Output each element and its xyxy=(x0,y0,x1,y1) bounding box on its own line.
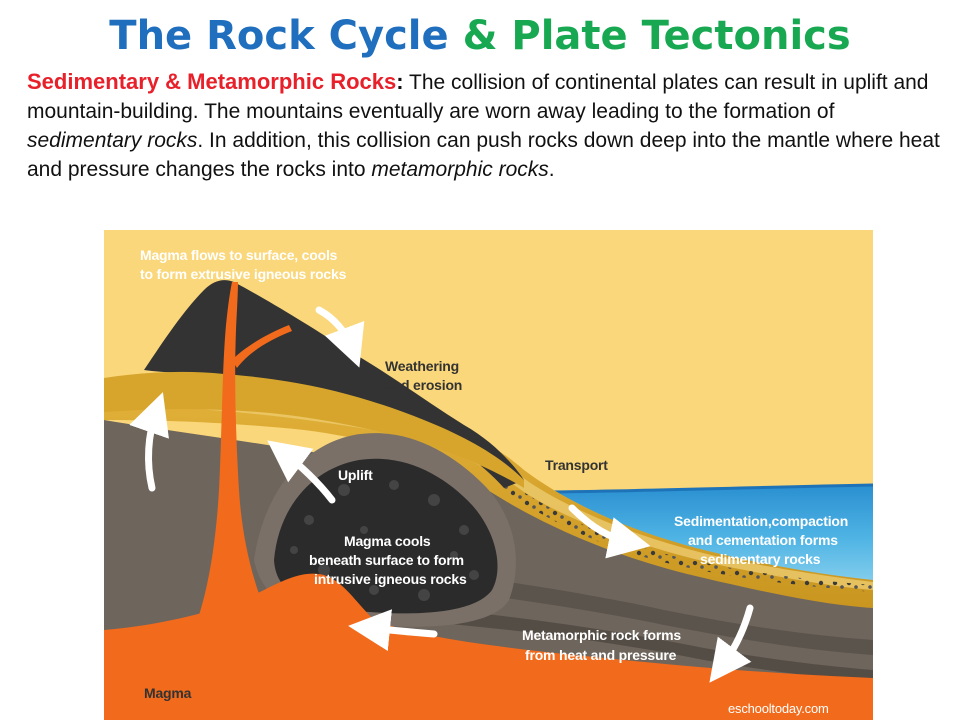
label-magma-cools-1: Magma cools xyxy=(344,533,431,549)
label-magma-cools-3: intrusive igneous rocks xyxy=(314,571,467,587)
intro-text-2: . In addition, this collision can push r… xyxy=(27,129,940,181)
intro-text-1: The collision of continental plates can … xyxy=(27,71,929,123)
arrow-weathering xyxy=(315,306,365,368)
label-weathering-1: Weathering xyxy=(385,358,459,374)
label-transport: Transport xyxy=(545,457,608,473)
label-sedimentation-2: and cementation forms xyxy=(688,532,838,548)
label-sedimentation-3: sedimentary rocks xyxy=(700,551,821,567)
sea xyxy=(534,485,873,592)
intro-text-3: . xyxy=(548,158,555,181)
magma-branch xyxy=(232,325,292,368)
intrusion-texture xyxy=(290,480,479,601)
label-magma-cools-2: beneath surface to form xyxy=(309,552,464,568)
label-uplift: Uplift xyxy=(338,467,373,483)
rock-cycle-illustration: Magma flows to surface, cools to form ex… xyxy=(104,230,873,720)
arrow-sedimentation xyxy=(568,504,651,559)
magma-conduit xyxy=(194,282,274,630)
title-plate-tectonics: & Plate Tectonics xyxy=(462,13,851,59)
label-sedimentation-1: Sedimentation,compaction xyxy=(674,513,848,529)
intro-emphasis-sedimentary: sedimentary rocks xyxy=(27,129,198,152)
label-weathering-2: and erosion xyxy=(385,377,462,393)
rock-cycle-diagram: Magma flows to surface, cools to form ex… xyxy=(104,230,873,720)
arrow-down xyxy=(709,604,754,683)
label-metamorphic-1: Metamorphic rock forms xyxy=(522,627,681,643)
arrow-metamorphic-return xyxy=(348,609,438,651)
intro-emphasis-metamorphic: metamorphic rocks xyxy=(371,158,549,181)
upper-sediment xyxy=(104,371,524,488)
arrow-uplift xyxy=(267,440,336,504)
mountain-rock xyxy=(144,280,524,488)
label-metamorphic-2: from heat and pressure xyxy=(525,647,677,663)
slide-title: The Rock Cycle & Plate Tectonics xyxy=(0,10,960,62)
intro-colon: : xyxy=(396,69,404,94)
title-rock-cycle: The Rock Cycle xyxy=(109,13,449,59)
label-magma-surface-1: Magma flows to surface, cools xyxy=(140,247,338,263)
sea-surface xyxy=(533,483,873,494)
label-credit: eschooltoday.com xyxy=(728,701,829,716)
metamorphic-band-2 xyxy=(404,605,873,682)
process-arrows xyxy=(129,306,754,683)
intro-paragraph: Sedimentary & Metamorphic Rocks: The col… xyxy=(27,67,947,184)
intro-lead: Sedimentary & Metamorphic Rocks xyxy=(27,69,397,94)
magma-pool xyxy=(104,573,873,720)
arrow-left-up xyxy=(129,392,169,492)
label-magma: Magma xyxy=(144,685,192,701)
label-magma-surface-2: to form extrusive igneous rocks xyxy=(140,266,347,282)
